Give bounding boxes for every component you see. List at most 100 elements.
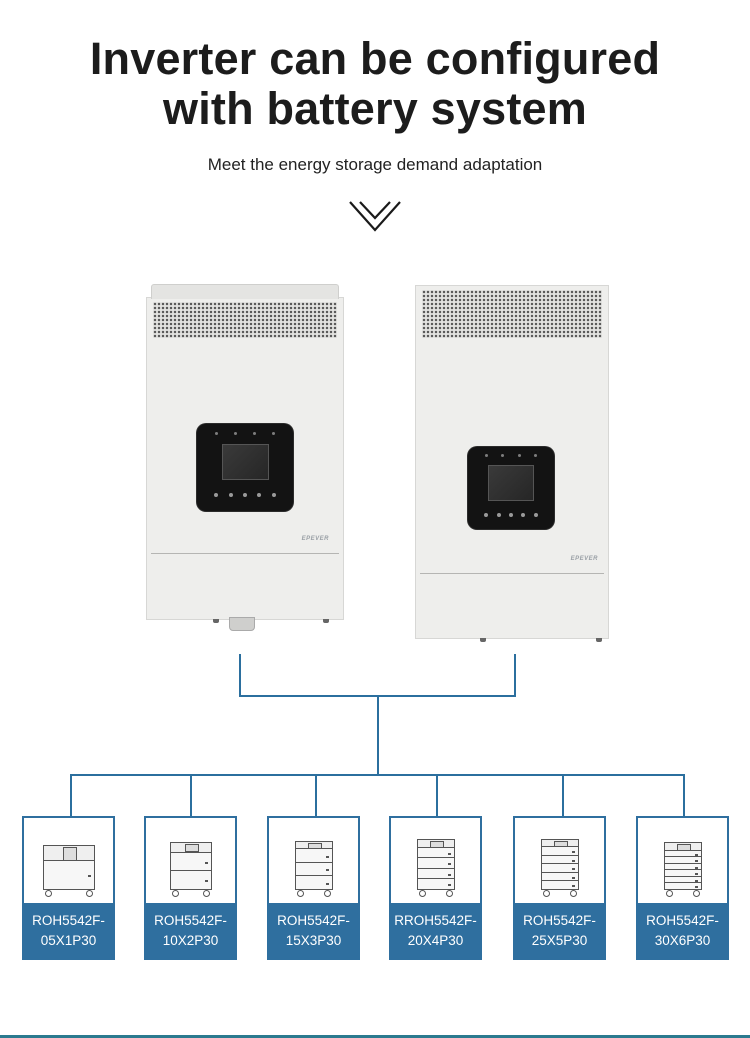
rack-wheels <box>295 890 333 897</box>
bms-display <box>62 846 77 861</box>
cable-port <box>323 619 329 623</box>
panel-buttons <box>468 513 554 517</box>
panel-seam <box>420 573 604 574</box>
battery-model-label: ROH5542F- 25X5P30 <box>515 903 604 958</box>
model-line-1: RROH5542F- <box>394 912 477 928</box>
battery-module <box>663 882 702 890</box>
battery-card: ROH5542F- 10X2P30 <box>144 816 237 960</box>
panel-seam <box>151 553 339 554</box>
wheel-icon <box>323 890 331 897</box>
model-line-1: ROH5542F- <box>154 912 227 928</box>
battery-card: RROH5542F- 20X4P30 <box>389 816 482 960</box>
connector-line <box>239 695 516 697</box>
module-handle <box>694 853 698 856</box>
module-handle <box>447 852 451 855</box>
model-line-1: ROH5542F- <box>277 912 350 928</box>
connector-line <box>514 654 516 697</box>
module-handle <box>325 882 329 885</box>
battery-module <box>42 860 95 890</box>
module-handle <box>694 886 698 888</box>
battery-module <box>169 870 212 890</box>
connector-line <box>70 774 685 776</box>
module-handle <box>571 859 575 862</box>
inverter-wall-mount: EPEVER <box>146 284 344 631</box>
rack-wheels <box>43 890 95 897</box>
battery-rack-image <box>515 818 604 905</box>
connector-line <box>562 774 564 818</box>
rack-wheels <box>541 890 579 897</box>
battery-rack-image <box>269 818 358 905</box>
bottom-bracket <box>229 617 255 631</box>
wheel-icon <box>665 890 673 897</box>
vent-grille <box>153 302 337 338</box>
connector-line <box>436 774 438 818</box>
brand-logo: EPEVER <box>570 556 598 562</box>
cable-port <box>596 638 602 642</box>
wheel-icon <box>542 890 550 897</box>
control-panel <box>468 447 554 529</box>
mounting-bracket <box>151 284 339 299</box>
module-handle <box>325 869 329 871</box>
connector-line <box>190 774 192 818</box>
rack-wheels <box>170 890 212 897</box>
model-line-1: ROH5542F- <box>32 912 105 928</box>
module-handle <box>204 880 208 882</box>
wheel-icon <box>85 890 93 897</box>
battery-model-label: RROH5542F- 20X4P30 <box>391 903 480 958</box>
model-line-2: 20X4P30 <box>407 932 464 948</box>
vent-grille <box>422 290 602 338</box>
page-subtitle: Meet the energy storage demand adaptatio… <box>207 155 543 174</box>
battery-card: ROH5542F- 30X6P30 <box>636 816 729 960</box>
page-title: Inverter can be configured with battery … <box>0 34 750 134</box>
wheel-icon <box>44 890 52 897</box>
control-panel <box>197 424 293 511</box>
wheel-icon <box>692 890 700 897</box>
battery-rack-image <box>146 818 235 905</box>
rack-wheels <box>417 890 455 897</box>
lcd-screen <box>488 465 534 501</box>
connector-line <box>315 774 317 818</box>
module-handle <box>447 884 451 886</box>
model-line-2: 25X5P30 <box>531 932 588 948</box>
module-handle <box>694 866 698 869</box>
module-handle <box>571 868 575 870</box>
battery-module <box>540 880 579 890</box>
battery-model-label: ROH5542F- 05X1P30 <box>24 903 113 958</box>
connector-line <box>239 654 241 697</box>
footer-accent-bar <box>0 1035 750 1038</box>
battery-card: ROH5542F- 05X1P30 <box>22 816 115 960</box>
wheel-icon <box>296 890 304 897</box>
cable-port <box>480 638 486 642</box>
model-line-2: 05X1P30 <box>40 932 97 948</box>
battery-card: ROH5542F- 25X5P30 <box>513 816 606 960</box>
wheel-icon <box>202 890 210 897</box>
title-line-1: Inverter can be configured <box>89 33 661 84</box>
brand-logo: EPEVER <box>301 536 329 542</box>
connector-line <box>70 774 72 818</box>
module-handle <box>87 875 91 877</box>
battery-rack-image <box>391 818 480 905</box>
wheel-icon <box>569 890 577 897</box>
rack-wheels <box>664 890 702 897</box>
battery-model-label: ROH5542F- 15X3P30 <box>269 903 358 958</box>
battery-module <box>294 875 333 890</box>
module-handle <box>571 885 575 887</box>
model-line-1: ROH5542F- <box>523 912 596 928</box>
model-line-2: 15X3P30 <box>285 932 342 948</box>
module-handle <box>204 861 208 864</box>
module-handle <box>447 863 451 865</box>
module-handle <box>571 876 575 879</box>
battery-model-label: ROH5542F- 10X2P30 <box>146 903 235 958</box>
module-handle <box>571 851 575 853</box>
module-handle <box>694 873 698 875</box>
battery-module <box>416 878 455 890</box>
connector-line <box>377 697 379 776</box>
module-handle <box>447 873 451 876</box>
battery-rack-image <box>24 818 113 905</box>
battery-module <box>169 851 212 872</box>
wheel-icon <box>171 890 179 897</box>
battery-model-label: ROH5542F- 30X6P30 <box>638 903 727 958</box>
panel-buttons <box>197 493 293 497</box>
cable-port <box>213 619 219 623</box>
battery-rack-image <box>638 818 727 905</box>
